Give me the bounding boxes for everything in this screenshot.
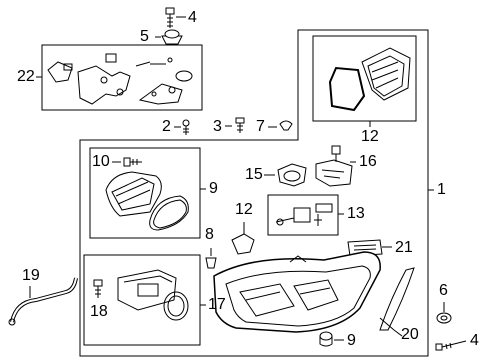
grommet-icon-5 bbox=[155, 29, 183, 45]
assembly-outline bbox=[79, 29, 429, 357]
callout-10: 9 bbox=[209, 180, 218, 197]
callout-4a: 4 bbox=[188, 9, 197, 26]
plug-icon-8 bbox=[205, 248, 217, 269]
screw-icon-18 bbox=[93, 279, 103, 298]
callout-6: 6 bbox=[439, 282, 448, 299]
headlamp-icon bbox=[213, 251, 381, 333]
callout-14: 13 bbox=[347, 205, 365, 222]
box-14 bbox=[267, 194, 339, 236]
callout-16: 16 bbox=[359, 153, 377, 170]
hose-icon-19 bbox=[8, 277, 78, 326]
callout-19: 19 bbox=[22, 267, 40, 284]
callout-22: 22 bbox=[17, 68, 35, 85]
lens-icon-10 bbox=[105, 171, 189, 231]
callout-1: 1 bbox=[437, 181, 446, 198]
box-22 bbox=[41, 44, 203, 111]
ballast-icon-17 bbox=[117, 269, 189, 321]
trim-strip-icon-20 bbox=[379, 267, 415, 337]
callout-11: 10 bbox=[92, 153, 110, 170]
grommet-icon-6 bbox=[436, 302, 452, 324]
cap-icon-15 bbox=[264, 163, 307, 187]
callout-9: 9 bbox=[347, 332, 356, 349]
leveling-motor-icon-14 bbox=[275, 203, 333, 226]
clip-icon-7 bbox=[268, 120, 293, 131]
module-icon-16 bbox=[315, 145, 356, 187]
callout-3: 3 bbox=[213, 118, 222, 135]
callout-15: 15 bbox=[245, 166, 263, 183]
mounting-bracket-icon-22 bbox=[47, 53, 193, 105]
screw-icon-11 bbox=[112, 157, 142, 167]
plug-icon-9 bbox=[319, 331, 344, 347]
callout-21: 21 bbox=[395, 239, 413, 256]
callout-7: 7 bbox=[256, 118, 265, 135]
bolt-icon-3 bbox=[225, 117, 245, 133]
box-12 bbox=[312, 35, 417, 122]
label-plate-icon-21 bbox=[347, 239, 392, 257]
callout-12: 12 bbox=[361, 128, 379, 145]
callout-20: 20 bbox=[401, 326, 419, 343]
callout-13: 12 bbox=[235, 201, 253, 218]
callout-5: 5 bbox=[140, 28, 149, 45]
bolt-icon-4a bbox=[165, 7, 186, 28]
lens-housing-icon-12 bbox=[328, 47, 411, 112]
box-10 bbox=[89, 147, 201, 239]
callout-18: 18 bbox=[90, 303, 108, 320]
bolt-icon-2 bbox=[174, 119, 190, 135]
callout-8: 8 bbox=[205, 226, 214, 243]
box-17 bbox=[83, 254, 201, 346]
bolt-icon-4b bbox=[435, 340, 467, 351]
callout-4b: 4 bbox=[470, 332, 479, 349]
callout-17: 17 bbox=[208, 296, 226, 313]
callout-2: 2 bbox=[162, 118, 171, 135]
actuator-icon-13 bbox=[231, 222, 255, 255]
